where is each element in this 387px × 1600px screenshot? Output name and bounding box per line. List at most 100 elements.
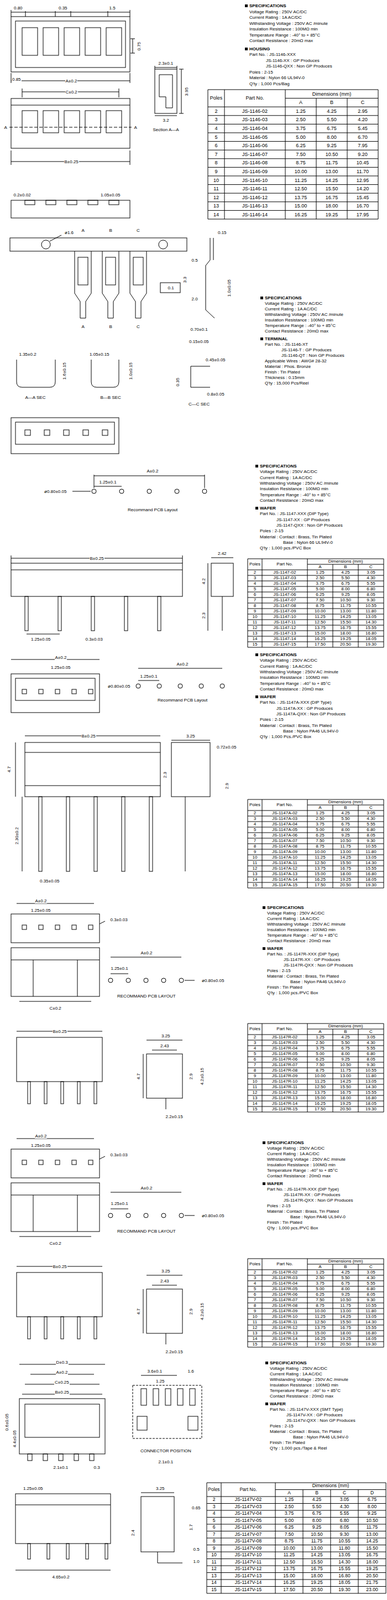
spec-line: TERMINAL <box>264 336 288 342</box>
table-cell: 15.55 <box>338 1565 350 1571</box>
table-cell: JS-1147R-12 <box>272 1324 298 1330</box>
table-cell: 9.25 <box>341 1290 350 1296</box>
table-cell: 14 <box>211 1578 217 1585</box>
table-cell: JS-1147-13 <box>273 630 297 636</box>
table-cell: JS-1147V-14 <box>234 1578 263 1585</box>
table-cell: 13 <box>252 1094 258 1100</box>
table-cell: 9.25 <box>367 1509 378 1516</box>
spec-line: Part No. : JS-1147V-XXX (SMT Type) <box>269 1405 344 1411</box>
table-cell: 15.55 <box>365 624 377 630</box>
table-cell: JS-1146-04 <box>242 125 268 132</box>
table-cell: JS-1147R-07 <box>272 1061 298 1067</box>
table-cell: 10 <box>213 177 219 183</box>
table-cell: 5.55 <box>366 1279 376 1285</box>
table-cell: JS-1147R-06 <box>272 1290 298 1296</box>
spec-line: Base : Nylon PA46 UL94V-0 <box>290 978 346 984</box>
spec-line: Applicable Wires : AWG# 28-32 <box>264 358 327 364</box>
bullet-square <box>260 296 264 300</box>
spec-line: Insulation Resistance : 100MΩ min <box>259 485 329 491</box>
table-cell: 13 <box>211 1572 217 1578</box>
dimension-label: 0.80 <box>13 5 24 11</box>
spec-line: Insulation Resistance : 100MΩ min <box>269 1381 339 1387</box>
table-cell: 7.50 <box>284 1530 295 1537</box>
table-cell: 15.00 <box>314 630 326 636</box>
dimension-label: 1.35±0.2 <box>18 351 38 357</box>
table-cell: 18.00 <box>310 1572 323 1578</box>
dimension-label: Section A—A <box>152 127 180 133</box>
bullet-square <box>255 694 259 698</box>
table-cell: 20.50 <box>310 1586 323 1592</box>
table-cell: JS-1147-05 <box>273 586 297 592</box>
spec-line: Poles : 2-15 <box>269 1422 294 1428</box>
table-cell: 7.50 <box>315 597 325 603</box>
table-cell: JS-1147-08 <box>273 602 297 608</box>
dimension-label: 4.7 <box>6 765 12 773</box>
table-cell: 8 <box>253 1067 256 1072</box>
table-cell: JS-1147R-04 <box>272 1044 298 1050</box>
table-cell: 1.25 <box>315 1268 325 1274</box>
table-cell: JS-1147A-03 <box>272 815 298 821</box>
bullet-square <box>265 1401 269 1405</box>
table-cell: 14.30 <box>338 1558 350 1565</box>
table-cell: 16.75 <box>340 1324 352 1330</box>
bullet-square <box>255 506 259 510</box>
spec-line: Current Rating : 1A AC/DC <box>269 1370 323 1376</box>
table-cell: 13.05 <box>365 1313 377 1319</box>
table-cell: JS-1147R-05 <box>272 1050 298 1056</box>
table-cell: JS-1147A-09 <box>272 848 298 854</box>
spec-line: Temperature Range : -40° to + 85°C <box>249 32 321 38</box>
dimension-label: 1.0±0.05 <box>226 278 232 297</box>
table-cell: JS-1147R-10 <box>272 1313 298 1319</box>
table-cell: 8.75 <box>315 602 325 608</box>
dimension-label: 2.9 <box>187 1071 193 1080</box>
spec-line: SPECIFICATIONS <box>249 3 287 9</box>
table-cell: 5.00 <box>284 1517 295 1523</box>
table-cell: 16.75 <box>365 1551 378 1557</box>
dimension-label: 1.25±0.05 <box>50 664 72 670</box>
table-cell: JS-1147V-08 <box>234 1537 263 1544</box>
table-cell: JS-1147R-13 <box>272 1094 298 1100</box>
table-cell: 9 <box>212 1544 216 1551</box>
dimension-label: 3.6±0.1 <box>147 1367 164 1373</box>
table-cell: 4.30 <box>366 815 376 821</box>
table-cell: 11 <box>252 859 258 865</box>
table-cell: 10 <box>252 1078 258 1084</box>
table-cell: JS-1147V-15 <box>234 1586 263 1592</box>
table-cell: 6.25 <box>315 591 325 597</box>
table-cell: JS-1147A-08 <box>272 843 298 849</box>
table-cell: JS-1147V-12 <box>234 1565 263 1571</box>
table-cell: JS-1147-03 <box>273 574 297 580</box>
table-cell: JS-1147V-03 <box>234 1503 263 1509</box>
table-cell: JS-1147A-13 <box>272 870 298 876</box>
spec-line: Poles : 2-15 <box>267 967 291 973</box>
table-cell: 13.75 <box>283 1565 295 1571</box>
dimension-label: 3.3 <box>181 275 187 284</box>
spec-line: Base : Nylon 66 UL94V-0 <box>283 539 333 545</box>
table-cell: 6.25 <box>315 1290 325 1296</box>
table-cell: 5 <box>214 134 218 140</box>
spec-line: Voltage Rating : 250V AC/DC <box>267 910 325 915</box>
table-cell: 4 <box>253 1279 256 1285</box>
dimension-label: 0.72±0.05 <box>216 744 238 750</box>
table-cell: 18.00 <box>340 630 352 636</box>
table-cell: 12 <box>252 624 258 630</box>
table-cell: JS-1147R-15 <box>272 1340 298 1346</box>
dimension-label: A <box>81 227 86 233</box>
dimension-label: Recommand PCB Layout <box>127 506 179 512</box>
table-cell: 9.30 <box>366 1061 376 1067</box>
table-cell: 13 <box>213 202 219 209</box>
dimension-label: 1.25±0.1 <box>110 1200 129 1206</box>
table-cell: 12 <box>252 1324 258 1330</box>
table-cell: 5 <box>253 1285 256 1291</box>
table-cell: C <box>369 804 373 810</box>
spec-line: Part No. : JS-1147-XXX (DIP Type) <box>259 510 329 516</box>
spec-line: Finish : Tin Plated <box>264 369 301 375</box>
table-cell: JS-1147-02 <box>273 569 297 575</box>
bullet-square <box>265 1360 269 1364</box>
spec-line: Voltage Rating : 250V AC/DC <box>264 300 323 306</box>
dimension-label: 2.2±0.15 <box>165 1348 184 1354</box>
table-cell: 4 <box>212 1509 216 1516</box>
table-cell: 9 <box>253 848 256 854</box>
table-cell: JS-1146-14 <box>242 211 268 218</box>
